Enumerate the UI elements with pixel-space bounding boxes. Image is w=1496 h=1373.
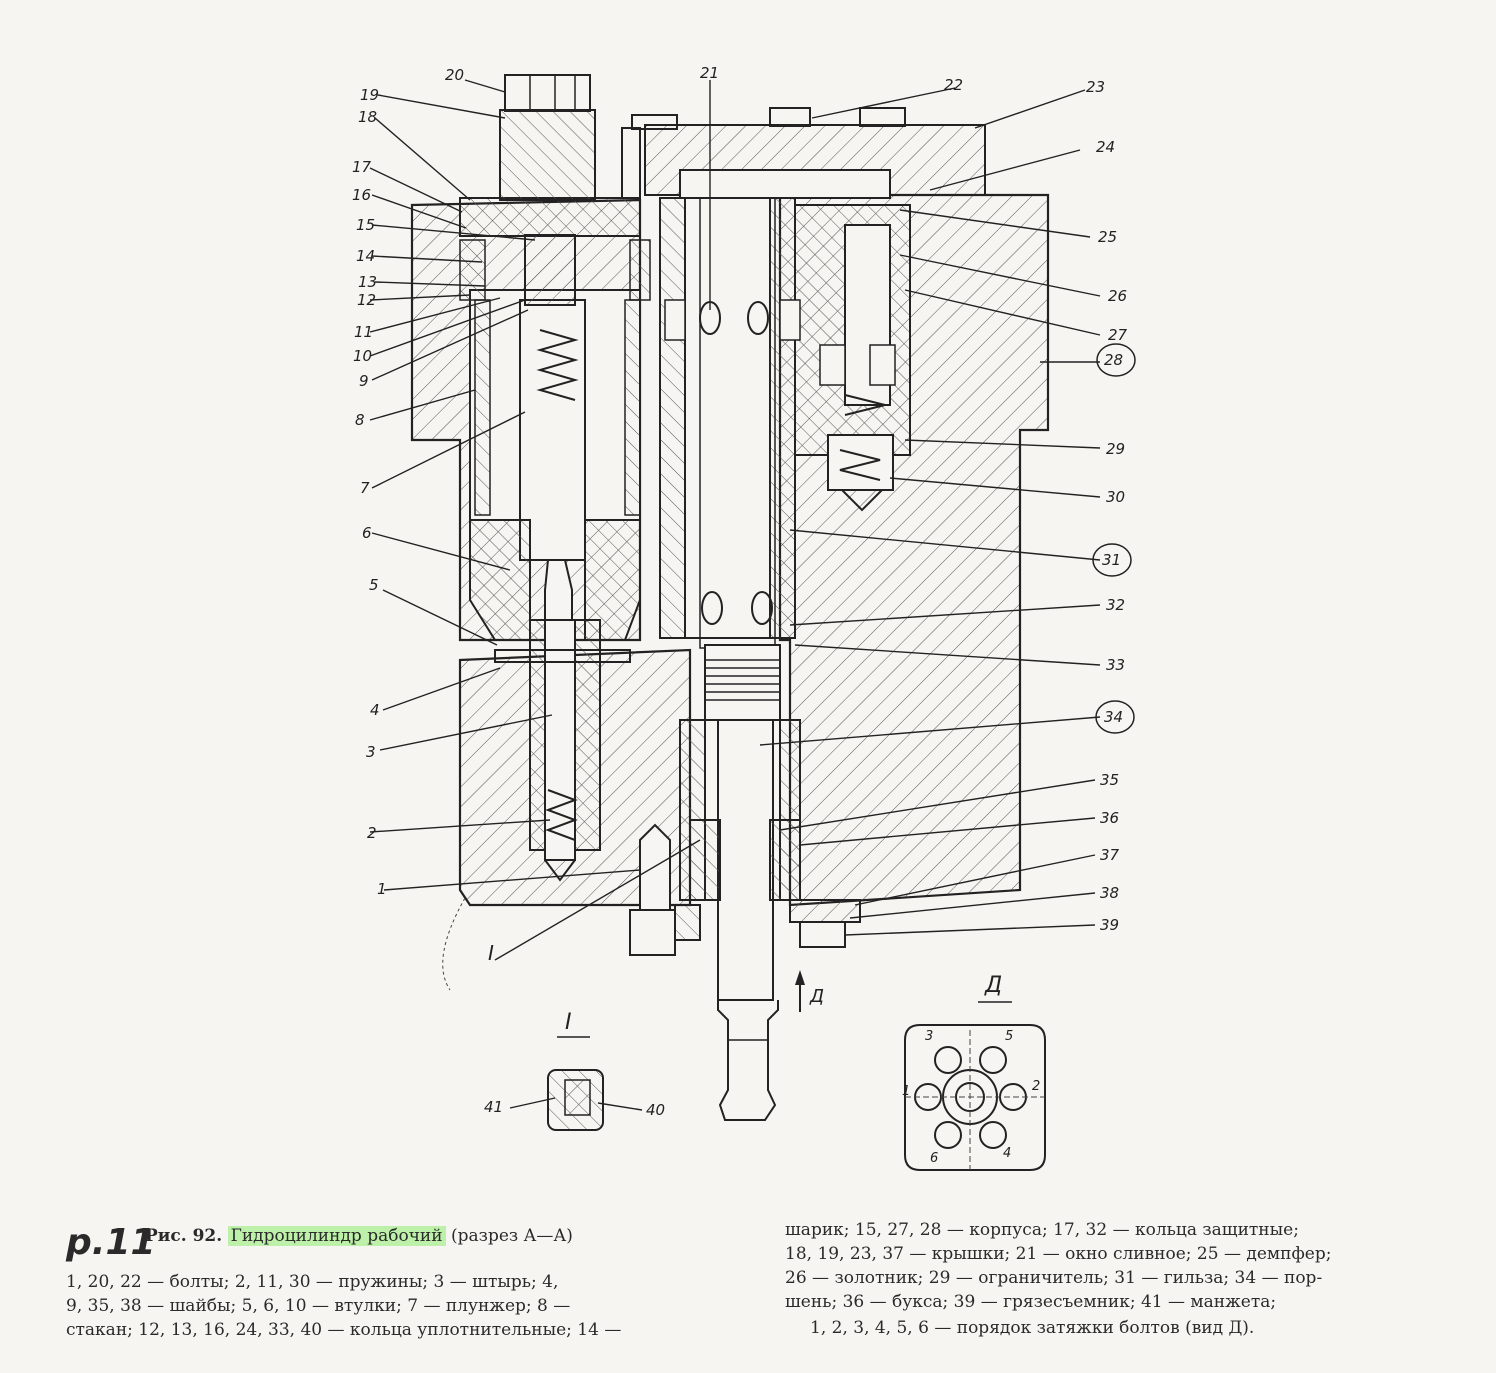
callout-21: 21: [700, 64, 720, 82]
figure-caption: Рис. 92. Гидроцилиндр рабочий (разрез А—…: [145, 1226, 573, 1246]
legend-left-line-2: 9, 35, 38 — шайбы; 5, 6, 10 — втулки; 7 …: [66, 1296, 571, 1316]
callout-34: 34: [1104, 708, 1124, 726]
legend-right-line-5: 1, 2, 3, 4, 5, 6 — порядок затяжки болто…: [810, 1318, 1255, 1338]
caption-title: Гидроцилиндр рабочий: [227, 1226, 446, 1246]
callout-35: 35: [1100, 771, 1120, 789]
bolt-order-4: 4: [1003, 1146, 1012, 1161]
callout-14: 14: [356, 247, 376, 265]
bolt-order-1: 1: [902, 1084, 911, 1099]
callout-41: 41: [484, 1098, 504, 1116]
callout-39: 39: [1100, 916, 1120, 934]
callout-22: 22: [944, 76, 964, 94]
callout-25: 25: [1098, 228, 1118, 246]
legend-left-line-1: 1, 20, 22 — болты; 2, 11, 30 — пружины; …: [66, 1272, 559, 1292]
callout-6: 6: [362, 524, 372, 542]
callout-3: 3: [366, 743, 376, 761]
legend-right-line-3: 26 — золотник; 29 — ограничитель; 31 — г…: [785, 1268, 1323, 1288]
callout-33: 33: [1106, 656, 1126, 674]
callout-30: 30: [1106, 488, 1126, 506]
callout-4: 4: [370, 701, 380, 719]
callout-7: 7: [360, 479, 370, 497]
callout-16: 16: [352, 186, 372, 204]
legend-right-line-1: шарик; 15, 27, 28 — корпуса; 17, 32 — ко…: [785, 1220, 1299, 1240]
callout-12: 12: [357, 291, 377, 309]
view-D-arrow-label: Д: [810, 986, 825, 1007]
callout-36: 36: [1100, 809, 1120, 827]
bolt-order-3: 3: [925, 1029, 934, 1044]
callout-32: 32: [1106, 596, 1126, 614]
callout-18: 18: [358, 108, 378, 126]
callout-31: 31: [1102, 551, 1122, 569]
callout-27: 27: [1108, 326, 1128, 344]
callout-11: 11: [354, 323, 374, 341]
page-mark: p.11: [66, 1222, 156, 1263]
callout-9: 9: [359, 372, 369, 390]
callout-1: 1: [377, 880, 387, 898]
detail-I-title: I: [565, 1010, 572, 1035]
callout-17: 17: [352, 158, 372, 176]
caption-prefix: Рис. 92.: [145, 1226, 223, 1246]
callout-13: 13: [358, 273, 378, 291]
callout-38: 38: [1100, 884, 1120, 902]
bolt-order-5: 5: [1005, 1029, 1014, 1044]
callout-20: 20: [445, 66, 465, 84]
callout-37: 37: [1100, 846, 1120, 864]
bolt-order-6: 6: [930, 1151, 939, 1166]
caption-suffix: (разрез А—А): [451, 1226, 573, 1246]
callout-28: 28: [1104, 351, 1124, 369]
bolt-order-2: 2: [1032, 1079, 1041, 1094]
legend-right-line-2: 18, 19, 23, 37 — крышки; 21 — окно сливн…: [785, 1244, 1332, 1264]
callout-26: 26: [1108, 287, 1128, 305]
callout-19: 19: [360, 86, 380, 104]
callout-15: 15: [356, 216, 376, 234]
callout-24: 24: [1096, 138, 1116, 156]
callout-40: 40: [646, 1101, 666, 1119]
legend-right-line-4: шень; 36 — букса; 39 — грязесъемник; 41 …: [785, 1292, 1277, 1312]
callout-5: 5: [369, 576, 379, 594]
callout-23: 23: [1086, 78, 1106, 96]
callout-detail-I: I: [488, 941, 494, 965]
callout-10: 10: [353, 347, 373, 365]
callout-2: 2: [367, 824, 377, 842]
callout-29: 29: [1106, 440, 1126, 458]
view-D-title: Д: [985, 973, 1003, 998]
legend-left-line-3: стакан; 12, 13, 16, 24, 33, 40 — кольца …: [66, 1320, 622, 1340]
callout-8: 8: [355, 411, 365, 429]
